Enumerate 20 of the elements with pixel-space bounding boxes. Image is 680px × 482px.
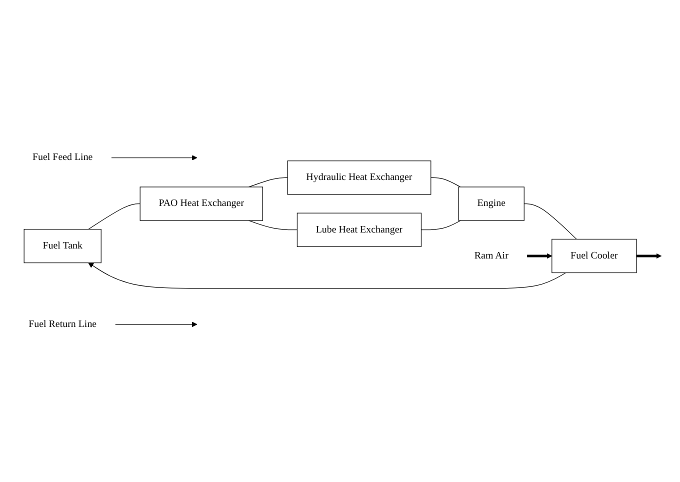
arrow: [636, 253, 662, 259]
arrow: [88, 262, 566, 289]
connector: [430, 177, 461, 188]
connector: [88, 203, 140, 230]
connector: [248, 177, 288, 188]
node-text: Fuel Feed Line: [32, 152, 93, 163]
arrow: [111, 154, 198, 160]
node-text: Ram Air: [474, 250, 508, 261]
connector: [420, 220, 461, 230]
node-box: Fuel Cooler: [552, 238, 637, 274]
node-text: Fuel Return Line: [28, 318, 97, 330]
arrow: [527, 253, 552, 259]
node-box: Hydraulic Heat Exchanger: [287, 160, 432, 195]
connector: [524, 203, 577, 240]
node-box: Engine: [458, 186, 524, 221]
node-box: Fuel Tank: [24, 228, 102, 264]
node-box: PAO Heat Exchanger: [140, 186, 263, 221]
arrow: [114, 322, 198, 328]
node-box: Lube Heat Exchanger: [296, 212, 422, 247]
connector: [248, 220, 298, 230]
